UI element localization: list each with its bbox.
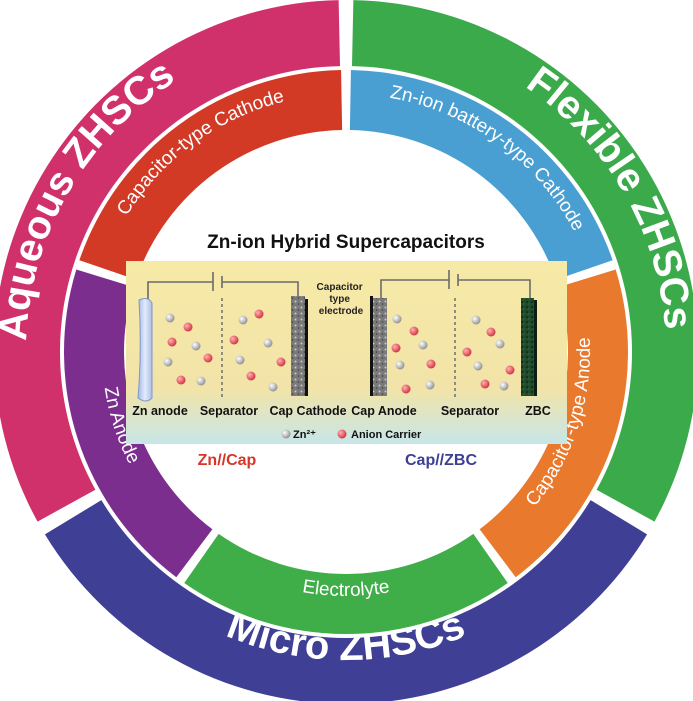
zbc-electrode [521,298,534,396]
inner-segment-zn-ion-battery-type-cathode [349,70,613,280]
anion-particle [203,353,213,363]
outer-segment-micro-zhscs [44,500,648,701]
zn-ion-legend-label: Zn²⁺ [293,429,316,441]
inner-segment-capacitor-type-cathode [79,70,343,280]
outer-segment-aqueous-zhscs [0,0,341,522]
electrode-note-line-2: type [329,294,350,305]
zn-ion-particle [499,381,509,391]
left-circuit [147,272,299,300]
anion-particle [276,357,286,367]
electrode-note: Capacitor type electrode [317,282,366,317]
center-title: Zn-ion Hybrid Supercapacitors [207,232,485,253]
zn-ion-legend-icon [281,429,291,439]
label-cap-anode: Cap Anode [351,404,417,418]
electrode-note-line-1: Capacitor [317,282,363,293]
zn-ion-particle [471,315,481,325]
zbc-collector [534,300,537,396]
zn-ion-particle [196,376,206,386]
label-left-separator: Separator [200,404,258,418]
anion-particle [480,379,490,389]
cap-cathode-collector [305,299,308,396]
outer-segment-flexible-zhscs [351,0,693,522]
zn-ion-particle [191,341,201,351]
anion-particle [167,337,177,347]
label-zbc: ZBC [525,404,551,418]
anion-particle [462,347,472,357]
anion-particle [391,343,401,353]
zn-ion-particle [268,382,278,392]
electrode-note-line-3: electrode [319,306,364,317]
anion-particle [176,375,186,385]
inner-segment-capacitor-type-anode [479,269,628,578]
cell-background [126,261,567,444]
anion-particle [183,322,193,332]
ion-particles [163,309,515,394]
zn-ion-particle [235,355,245,365]
anion-particle [486,327,496,337]
label-zn-anode: Zn anode [132,404,188,418]
inner-segment-electrolyte [184,533,508,634]
zn-ion-particle [163,357,173,367]
anion-legend-label: Anion Carrier [351,429,422,441]
anion-particle [229,335,239,345]
zn-ion-particle [473,361,483,371]
zn-ion-particle [425,380,435,390]
cap-cathode-electrode [291,296,305,396]
label-right-separator: Separator [441,404,499,418]
cap-anode-electrode [373,298,387,396]
anion-particle [254,309,264,319]
inner-label-path: Electrolyte [301,576,391,601]
inner-label-electrolyte: Electrolyte [301,576,391,601]
left-cell-name: Zn//Cap [198,452,257,469]
anion-particle [401,384,411,394]
zn-ion-particle [392,314,402,324]
anion-particle [246,371,256,381]
zn-ion-particle [263,338,273,348]
cap-anode-collector [370,296,373,396]
inner-segment-zn-anode [63,269,213,578]
zn-ion-particle [418,340,428,350]
zn-ion-particle [495,339,505,349]
anion-particle [505,365,515,375]
zn-ion-particle [395,360,405,370]
right-cell-name: Cap//ZBC [405,452,477,469]
zn-ion-particle [165,313,175,323]
anion-particle [426,359,436,369]
label-cap-cathode: Cap Cathode [269,404,346,418]
anion-legend-icon [337,429,347,439]
zn-ion-particle [238,315,248,325]
anion-particle [409,326,419,336]
center-panel: Zn-ion Hybrid Supercapacitors Capacitor … [126,232,567,469]
zn-anode-electrode [137,298,153,402]
right-circuit [380,270,531,298]
